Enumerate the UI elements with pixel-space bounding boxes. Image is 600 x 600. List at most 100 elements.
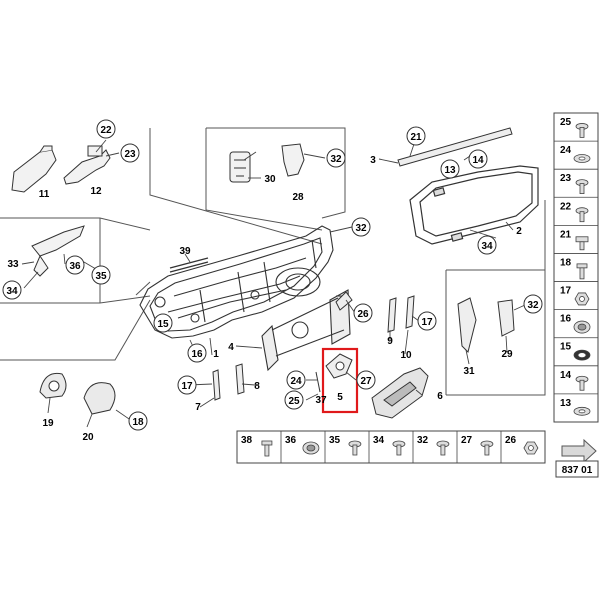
svg-text:26: 26 [357,309,369,320]
svg-text:18: 18 [132,417,144,428]
svg-text:32: 32 [330,154,342,165]
label-3[interactable]: 3 [370,155,376,166]
label-7[interactable]: 7 [195,402,201,413]
label-1[interactable]: 1 [213,349,219,360]
side-part-number: 25 [560,117,572,128]
side-part-item[interactable]: 14 [554,365,598,391]
side-part-item[interactable]: 21 [554,224,598,251]
svg-text:27: 27 [360,376,372,387]
bottom-part-number: 38 [241,435,253,446]
bottom-part-item[interactable]: 38 [241,435,273,457]
callout-16[interactable]: 16 [187,343,207,363]
bottom-part-item[interactable]: 27 [456,431,494,463]
screw-icon [575,123,589,138]
bottom-part-item[interactable]: 26 [500,431,539,463]
side-part-number: 21 [560,229,572,240]
bolt-icon [436,440,450,456]
nut-icon [574,292,590,306]
side-part-number: 22 [560,201,572,212]
callout-24[interactable]: 24 [286,370,306,390]
callout-32c[interactable]: 32 [523,294,543,314]
page-code: 837 01 [562,465,593,476]
callout-36[interactable]: 36 [65,255,85,275]
bottom-part-number: 27 [461,435,473,446]
side-part-item[interactable]: 24 [554,140,598,163]
svg-text:34: 34 [481,241,493,252]
svg-text:17: 17 [421,317,433,328]
label-39[interactable]: 39 [179,246,191,257]
next-page-arrow-icon[interactable] [561,438,597,464]
label-9[interactable]: 9 [387,336,393,347]
svg-text:35: 35 [95,271,107,282]
label-30[interactable]: 30 [264,174,276,185]
callout-32a[interactable]: 32 [326,148,346,168]
bottom-part-item[interactable]: 36 [280,431,320,463]
svg-text:25: 25 [288,396,300,407]
door-frame [139,225,334,339]
side-part-number: 16 [560,314,572,325]
callout-17a[interactable]: 17 [417,311,437,331]
side-part-number: 24 [560,145,572,156]
side-part-number: 17 [560,286,572,297]
bottom-part-item[interactable]: 32 [412,431,450,463]
long-screw-icon [261,440,273,457]
part-11-shape [11,145,57,193]
callout-14[interactable]: 14 [468,149,488,169]
svg-text:32: 32 [527,300,539,311]
callout-15[interactable]: 15 [153,313,173,333]
nut-icon [523,441,539,455]
label-20[interactable]: 20 [82,432,94,443]
label-4[interactable]: 4 [228,342,234,353]
callout-23[interactable]: 23 [120,143,140,163]
bottom-part-number: 35 [329,435,341,446]
grommet-icon [302,441,320,455]
side-part-item[interactable]: 18 [554,253,598,280]
callout-35[interactable]: 35 [91,265,111,285]
side-part-item[interactable]: 22 [554,196,598,223]
callout-27[interactable]: 27 [356,370,376,390]
bottom-part-item[interactable]: 34 [368,431,406,463]
label-5[interactable]: 5 [337,392,343,403]
window-regulator [261,289,351,372]
label-37[interactable]: 37 [315,395,327,406]
label-33[interactable]: 33 [7,259,19,270]
svg-text:13: 13 [444,165,456,176]
callout-21[interactable]: 21 [406,126,426,146]
label-10[interactable]: 10 [400,350,412,361]
callout-32b[interactable]: 32 [351,217,371,237]
part-37-shape [315,371,321,393]
door-trim-strip [169,257,209,273]
side-part-number: 13 [560,398,572,409]
ring-icon [573,349,591,361]
label-12[interactable]: 12 [90,186,102,197]
bottom-part-item[interactable]: 35 [324,431,362,463]
callout-25[interactable]: 25 [284,390,304,410]
side-part-item[interactable]: 23 [554,168,598,194]
part-19-shape [39,372,67,399]
side-part-item[interactable]: 13 [554,393,598,416]
callout-18[interactable]: 18 [128,411,148,431]
callout-34a[interactable]: 34 [477,235,497,255]
side-part-item[interactable]: 25 [560,117,589,138]
svg-text:24: 24 [290,376,302,387]
callout-13[interactable]: 13 [440,159,460,179]
bolt-icon [348,440,362,456]
label-11[interactable]: 11 [39,189,50,200]
side-part-number: 23 [560,173,572,184]
callout-34b[interactable]: 34 [2,280,22,300]
side-part-item[interactable]: 15 [554,337,598,361]
svg-text:21: 21 [410,132,422,143]
side-part-item[interactable]: 17 [554,281,598,306]
callout-22[interactable]: 22 [96,119,116,139]
label-19[interactable]: 19 [42,418,54,429]
label-29[interactable]: 29 [501,349,513,360]
label-28[interactable]: 28 [292,192,304,203]
callout-17b[interactable]: 17 [177,375,197,395]
label-6[interactable]: 6 [437,391,443,402]
label-2[interactable]: 2 [516,226,522,237]
label-31[interactable]: 31 [463,366,475,377]
callout-26a[interactable]: 26 [353,303,373,323]
side-part-item[interactable]: 16 [554,309,598,334]
label-8[interactable]: 8 [254,381,260,392]
